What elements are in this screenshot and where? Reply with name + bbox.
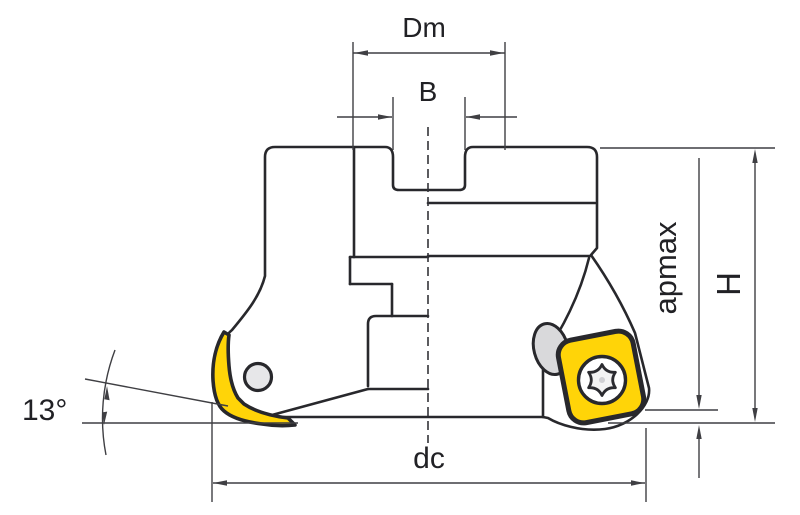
torx-screw-icon [576, 354, 628, 406]
left-insert-screw-hole [242, 361, 274, 393]
dim-label-dc: dc [413, 442, 445, 475]
dim-dc: dc [211, 402, 647, 502]
dim-label-angle: 13° [22, 394, 67, 427]
dim-label-dm: Dm [402, 12, 446, 43]
internal-section-lines [270, 146, 430, 417]
angle-annotation: 13° [22, 349, 298, 456]
dim-b: B [337, 76, 517, 150]
dim-dm: Dm [352, 12, 506, 150]
dim-label-apmax: apmax [648, 221, 683, 315]
left-insert-body [211, 330, 297, 428]
dim-apmax: apmax [600, 147, 775, 478]
cutter-body-outline [220, 145, 651, 431]
dim-h: H [710, 149, 758, 422]
left-insert [211, 330, 297, 428]
dim-label-h: H [710, 272, 747, 296]
right-insert [531, 322, 647, 426]
dim-label-b: B [419, 76, 438, 107]
